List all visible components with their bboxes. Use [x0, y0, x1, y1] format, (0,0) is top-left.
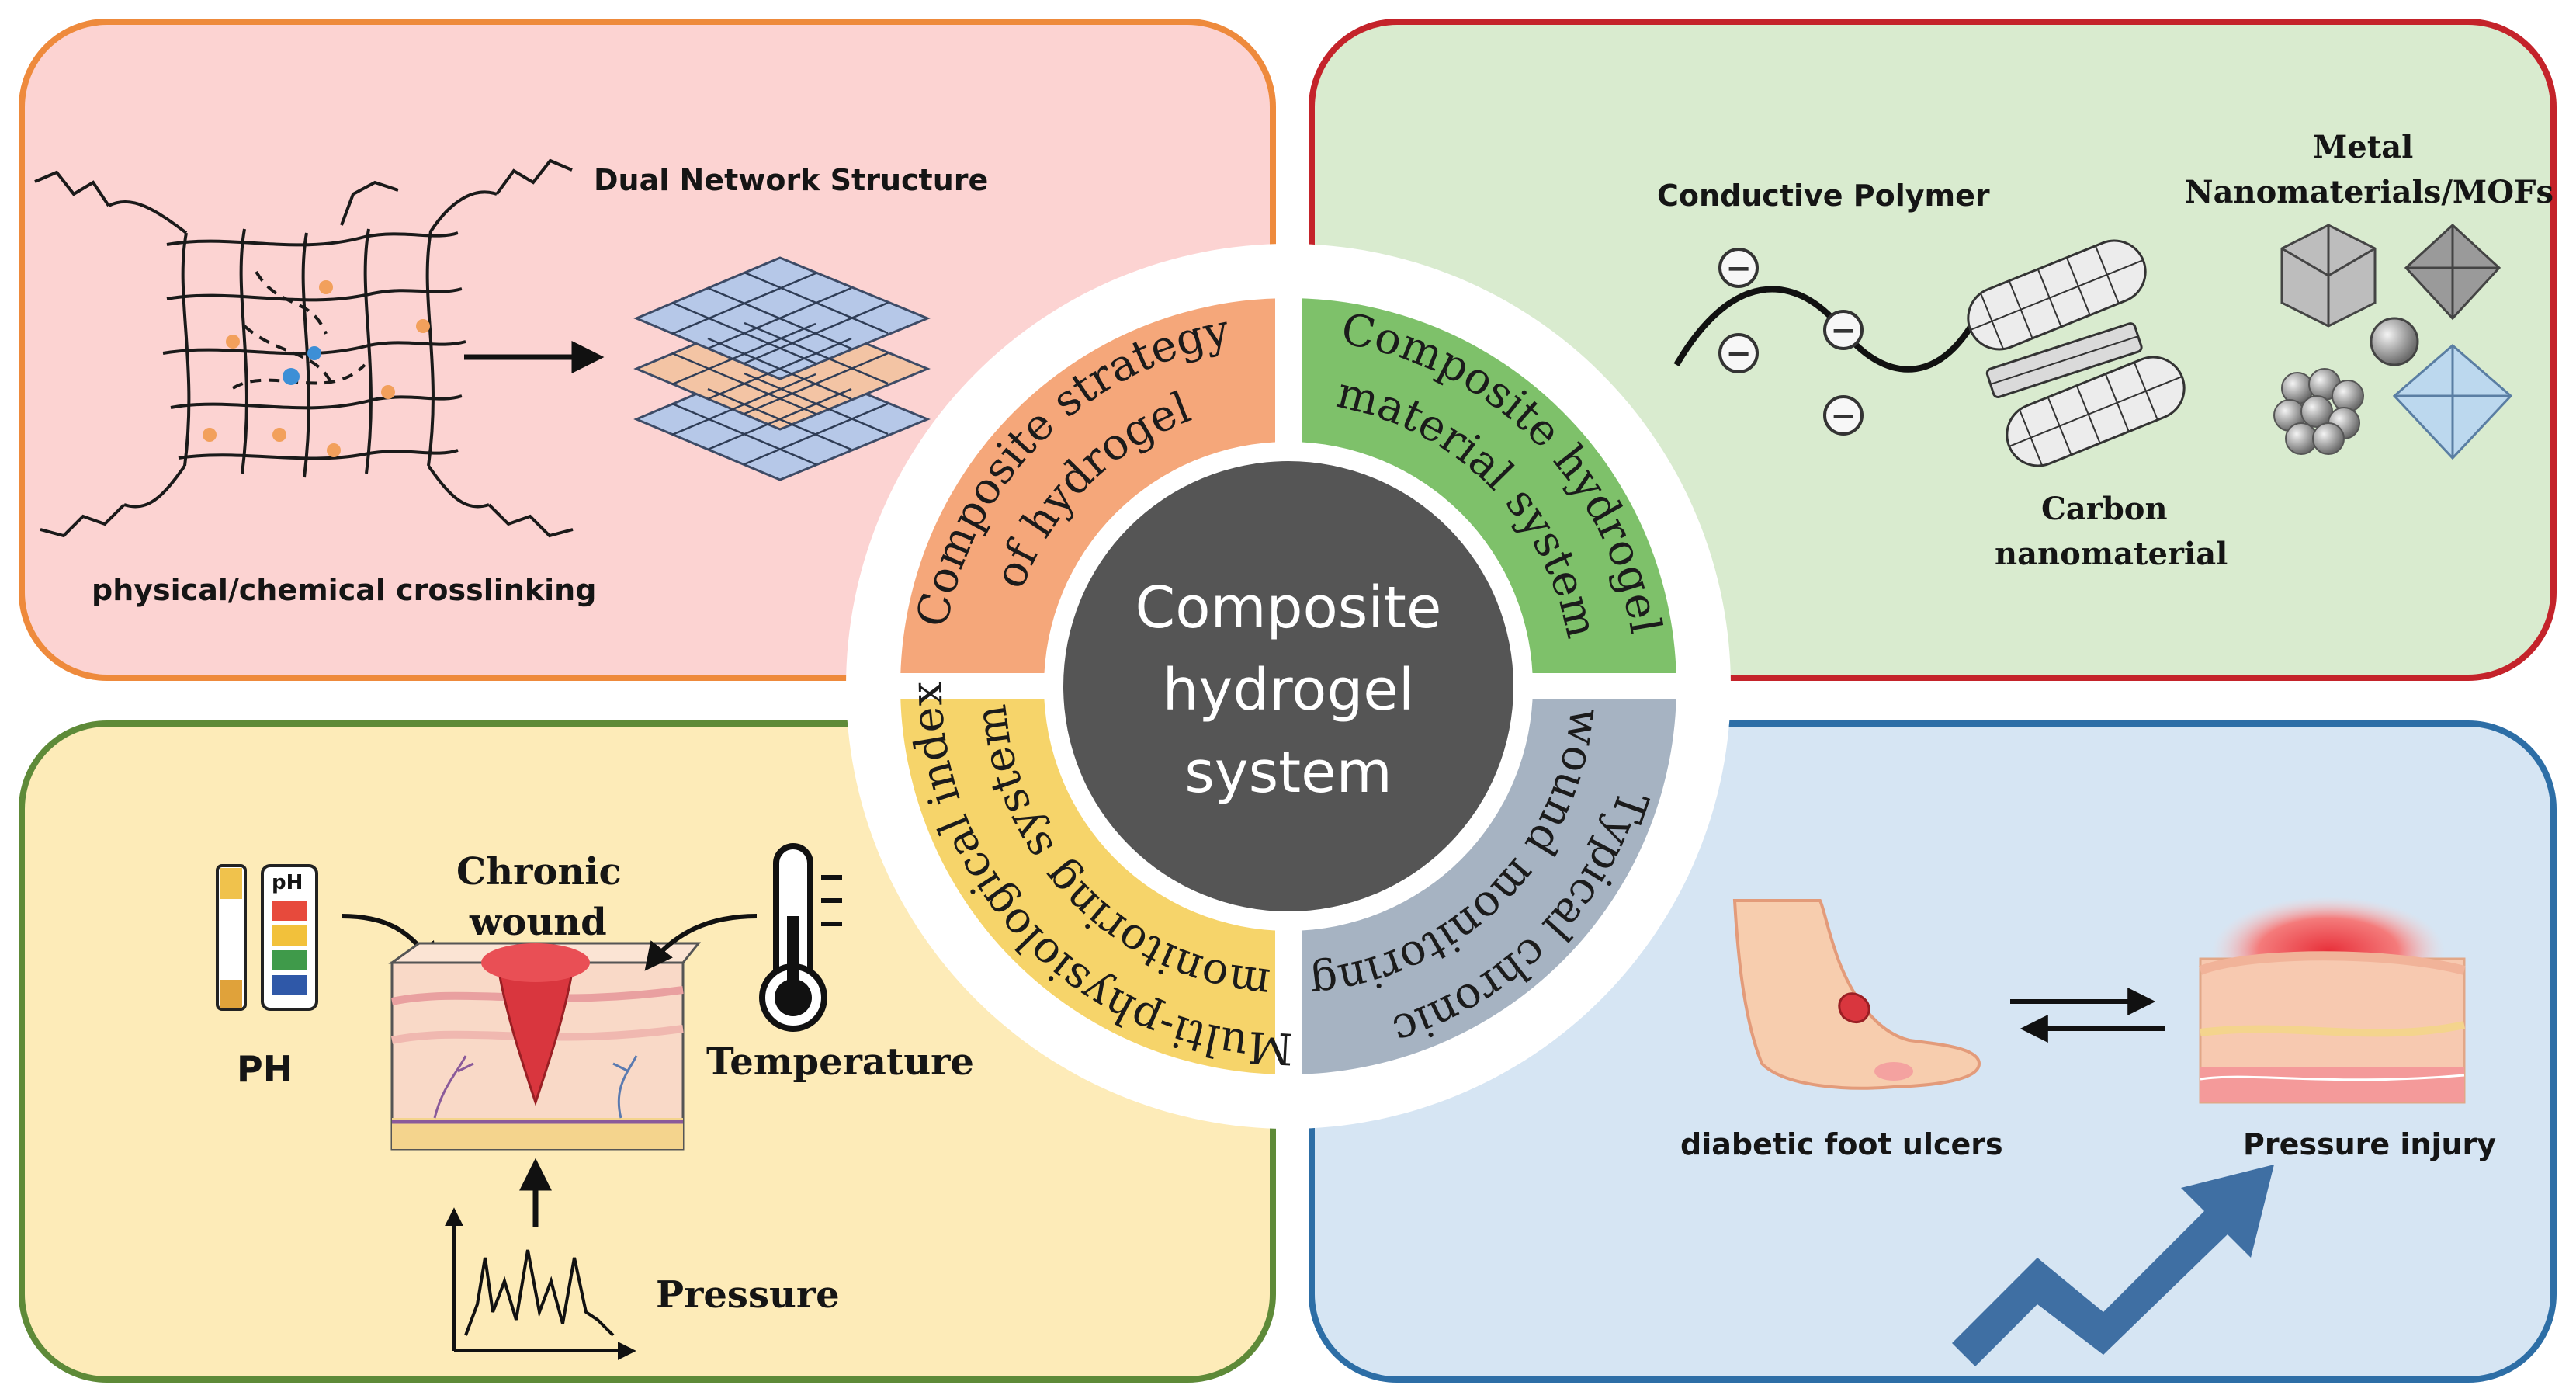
crosslink-network-illustration [34, 158, 574, 538]
label-conductive-polymer: Conductive Polymer [1657, 179, 1990, 213]
charge-icons [1718, 248, 1864, 436]
thermometer-icon [759, 843, 842, 1032]
pressure-signal-icon [445, 1207, 636, 1360]
label-metal-line-1: Metal [2313, 129, 2414, 165]
ph-strip-illustration [216, 864, 318, 1011]
label-temperature: Temperature [706, 1040, 974, 1084]
metal-nanomaterials-illustration [2273, 223, 2513, 460]
label-chronic-line-2: wound [470, 901, 607, 944]
label-metal-line-2: Nanomaterials/MOFs [2185, 174, 2553, 210]
reversible-arrows [2010, 988, 2165, 1043]
label-ph-strip: pH [272, 871, 303, 894]
charge-symbol-1: − [1725, 251, 1752, 286]
label-pressure-injury: Pressure injury [2243, 1127, 2497, 1161]
label-chronic-line-1: Chronic [456, 850, 622, 894]
charge-symbol-2: − [1725, 336, 1752, 372]
label-ph: PH [237, 1048, 293, 1090]
label-carbon-line-1: Carbon [2041, 491, 2168, 527]
diabetic-foot-illustration [1732, 899, 1981, 1090]
center-circle [1063, 461, 1513, 911]
carbon-nanotubes-illustration [1967, 239, 2186, 467]
label-crosslinking: physical/chemical crosslinking [92, 573, 597, 607]
chronic-wound-skin-illustration [388, 942, 702, 1151]
crosslink-nodes [203, 280, 430, 457]
center-title: Composite hydrogel system [1071, 567, 1506, 814]
dual-network-layers [633, 256, 931, 481]
center-title-line-1: Composite [1135, 575, 1442, 641]
charge-symbol-3: − [1830, 313, 1857, 349]
label-dual-network: Dual Network Structure [594, 163, 989, 197]
center-title-line-2: hydrogel [1162, 657, 1415, 724]
label-pressure: Pressure [656, 1273, 840, 1317]
trend-up-arrow [1952, 1165, 2274, 1366]
label-diabetic-foot-ulcers: diabetic foot ulcers [1680, 1127, 2003, 1161]
temperature-arrow [644, 914, 758, 971]
pressure-injury-illustration [2198, 897, 2466, 1104]
charge-symbol-4: − [1830, 398, 1857, 434]
center-title-line-3: system [1184, 739, 1392, 806]
label-carbon-line-2: nanomaterial [1995, 536, 2228, 572]
